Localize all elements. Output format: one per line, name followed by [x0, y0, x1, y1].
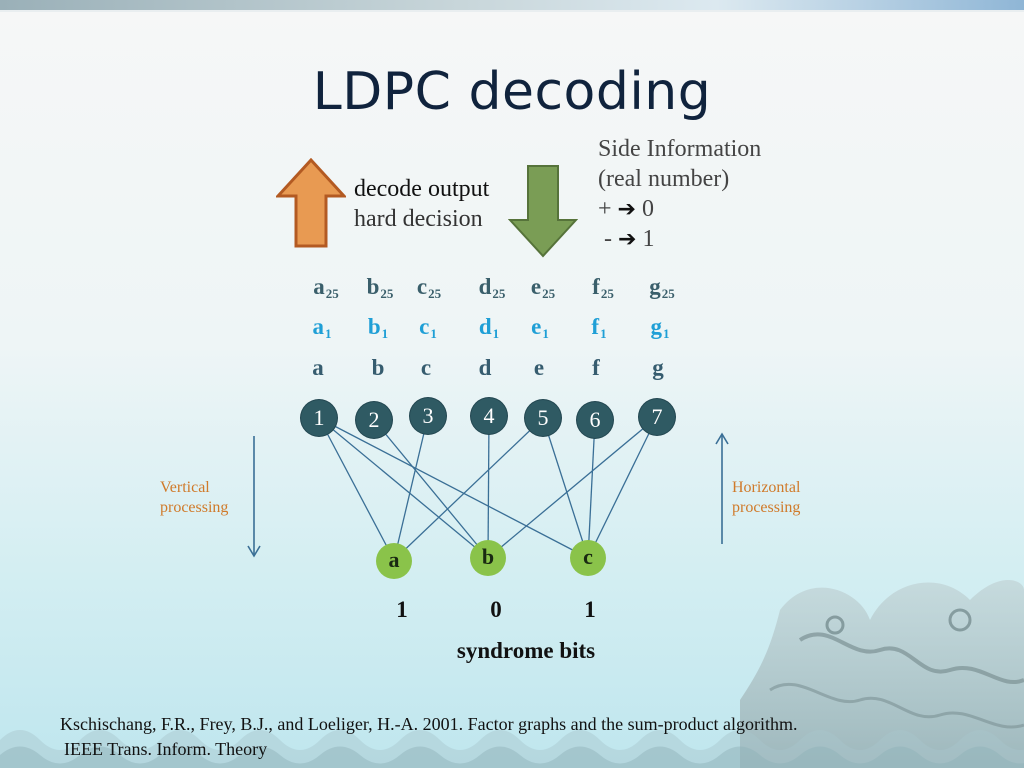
variable-node-2: 2: [356, 402, 392, 438]
check-node-c: c: [570, 540, 606, 576]
syndrome-bits-label: syndrome bits: [456, 638, 596, 663]
edge-6-c: [587, 419, 596, 559]
bold-right-arrow-icon: ➔: [617, 197, 636, 222]
minus-maps-one: - ➔ 1: [598, 224, 654, 255]
minus-sign: -: [604, 226, 612, 252]
var-g: g: [652, 355, 664, 380]
zero-value: 0: [641, 196, 654, 222]
horizontal-processing-arrow: [715, 432, 729, 544]
check-node-a: a: [376, 543, 412, 579]
edge-2-b: [373, 419, 489, 559]
var-a-1: a1: [312, 314, 332, 341]
vertical-processing-label: Vertical processing: [160, 479, 229, 516]
real-number-label: (real number): [598, 166, 730, 192]
variable-node-5: 5: [525, 400, 561, 436]
edge-3-a: [393, 415, 429, 561]
var-b: b: [371, 355, 385, 380]
edge-5-c: [542, 417, 589, 559]
plus-sign: +: [598, 196, 612, 222]
edge-4-b: [487, 415, 490, 559]
var-e: e: [533, 355, 545, 380]
top-decor-bar: [0, 0, 1024, 10]
horizontal-processing-label: Horizontal processing: [732, 479, 801, 516]
top-decor-line: [0, 10, 1024, 12]
variable-node-6: 6: [577, 402, 613, 438]
var-f-25: f25: [592, 274, 614, 301]
variable-node-3: 3: [410, 398, 446, 434]
check-node-b: b: [470, 540, 506, 576]
reference-line-1: Kschischang, F.R., Frey, B.J., and Loeli…: [60, 714, 798, 734]
var-b-1: b1: [367, 314, 389, 341]
vertical-processing-arrow: [247, 436, 261, 558]
hard-decision-label: hard decision: [354, 206, 483, 232]
edge-1-b: [318, 417, 489, 559]
plus-maps-zero: + ➔ 0: [598, 194, 654, 225]
edge-7-b: [487, 416, 658, 559]
var-f-1: f1: [591, 314, 607, 341]
dragon-decoration: [740, 580, 1024, 768]
one-value: 1: [642, 226, 655, 252]
variable-node-1: 1: [301, 400, 337, 436]
syndrome-bit-b: 0: [490, 597, 502, 622]
variable-node-7: 7: [639, 399, 675, 435]
edge-1-c: [318, 417, 589, 559]
edge-7-c: [587, 416, 658, 559]
var-d-25: d25: [478, 274, 506, 301]
syndrome-bit-c: 1: [584, 597, 596, 622]
var-a: a: [312, 355, 324, 380]
var-g-25: g25: [649, 274, 675, 301]
wave-decoration: [0, 730, 1024, 768]
green-down-arrow-icon: [508, 165, 578, 258]
var-c: c: [420, 355, 432, 380]
side-info-label: Side Information: [598, 136, 762, 162]
var-a-25: a25: [313, 274, 339, 301]
decode-output-label: decode output: [354, 176, 490, 202]
var-b-25: b25: [366, 274, 394, 301]
reference-citation: Kschischang, F.R., Frey, B.J., and Loeli…: [60, 712, 798, 762]
orange-up-arrow-icon: [276, 158, 346, 248]
syndrome-bit-a: 1: [396, 597, 408, 622]
edge-5-a: [393, 417, 544, 561]
bold-right-arrow-icon: ➔: [618, 227, 637, 252]
reference-line-2: IEEE Trans. Inform. Theory: [64, 739, 268, 759]
var-e-25: e25: [530, 274, 556, 301]
var-c-25: c25: [416, 274, 442, 301]
var-d: d: [478, 355, 492, 380]
var-e-1: e1: [531, 314, 549, 341]
variable-node-4: 4: [471, 398, 507, 434]
var-c-1: c1: [419, 314, 437, 341]
var-g-1: g1: [650, 314, 670, 341]
var-d-1: d1: [478, 314, 500, 341]
slide-title: LDPC decoding: [312, 62, 712, 122]
edge-1-a: [318, 417, 395, 561]
var-f: f: [592, 355, 600, 380]
